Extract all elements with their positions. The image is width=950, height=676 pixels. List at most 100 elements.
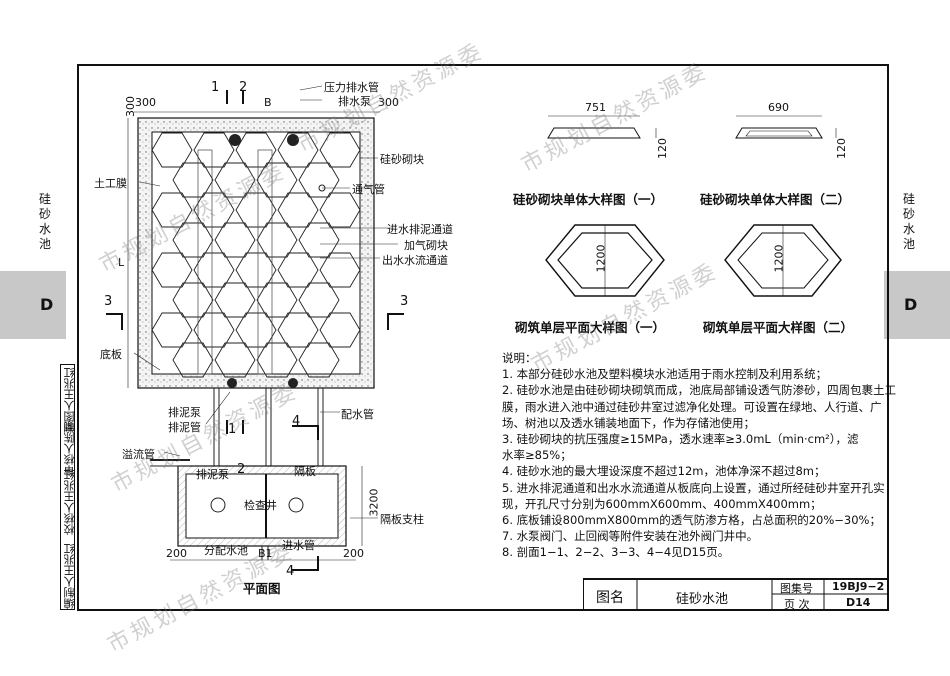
hexagon-block [298,342,340,378]
hexagon-block [235,252,277,288]
hexagon-block [151,312,193,348]
hexagon-block [319,132,361,168]
hexagon-block [235,132,277,168]
hexagon-block [172,222,214,258]
section-tab-left[interactable]: D [0,271,66,339]
drawing-frame [77,64,889,611]
block2-dim: 690 [768,101,789,114]
section-2-bottom: 2 [237,462,246,477]
section-1-bottom: 1 [228,422,237,437]
hexagon-block [256,222,298,258]
sidebar-title-right: 硅砂水池 [902,192,915,251]
block-detail-two [735,127,823,139]
callout-pressure-pipe: 压力排水管 [324,81,379,94]
block2-title: 硅砂砌块单体大样图（二） [700,192,851,207]
callout-partition-column: 隔板支柱 [380,513,424,526]
section-3-left: 3 [104,294,113,309]
callout-drain-pump: 排水泵 [338,95,371,108]
hexagon-block [298,282,340,318]
outlet-channel [257,149,273,375]
note-line: 4. 硅砂水池的最大埋设深度不超过12m，池体净深不超过8m； [502,464,826,479]
callout-silica-block: 硅砂砌块 [380,153,424,166]
callout-partition: 隔板 [294,465,316,478]
hexagon-block [193,192,235,228]
hexagon-block [151,192,193,228]
pump-icon [288,378,298,388]
dim-200-left: 200 [166,547,187,560]
section-4-mid: 4 [292,414,301,429]
hexagon-block [235,312,277,348]
callout-outlet-channel: 出水水流通道 [382,254,448,267]
inlet-channel [197,149,213,375]
layer1-dim: 1200 [594,244,608,273]
note-line: 3. 硅砂砌块的抗压强度≥15MPa，透水速率≥3.0mL（min·cm²），滤 [502,432,859,447]
title-block-page-value: D14 [846,596,871,609]
hexagon-block [277,252,319,288]
hexagon-block [319,252,361,288]
section-4-bottom: 4 [286,564,295,579]
hexagon-layer-two [724,224,842,297]
title-block [583,578,889,611]
callout-overflow-pipe: 溢流管 [122,448,155,461]
callout-sludge-pipe: 排泥管 [168,421,201,434]
pump-icon [210,497,226,513]
hexagon-block [193,132,235,168]
title-block-atlas-value: 19BJ9−2 [832,580,885,593]
hexagon-block [256,282,298,318]
title-block-name-value: 硅砂水池 [676,592,729,607]
note-line: 5. 进水排泥通道和出水水流通道从板底向上设置，通过所经硅砂井室开孔实 [502,480,885,495]
callout-sludge-pump: 排泥泵 [168,406,201,419]
note-line: 水率≥85%； [502,448,572,463]
hexagon-block [172,282,214,318]
layer1-title: 砌筑单层平面大样图（一） [515,320,666,335]
notes-heading: 说明： [502,351,537,365]
note-line: 6. 底板铺设800mmX800mm的透气防渗方格，占总面积的20%−30%； [502,513,881,528]
hexagon-block [214,162,256,198]
hexagon-block [256,342,298,378]
callout-distribution-pipe: 配水管 [341,408,374,421]
hexagon-block [277,192,319,228]
plan-title: 平面图 [243,581,281,596]
hexagon-block [214,342,256,378]
hexagon-block [298,222,340,258]
title-block-name-label: 图名 [596,590,624,606]
callout-inlet-channel: 进水排泥通道 [387,223,453,236]
callout-bottom-plate: 底板 [100,348,122,361]
block2-height: 120 [835,138,848,159]
note-line: 2. 硅砂水池是由硅砂砌块砌筑而成，池底局部铺设透气防渗砂，四周包裹土工 [502,383,897,398]
callout-vent-pipe: 通气管 [352,183,385,196]
block-detail-one [547,127,641,139]
callout-aerated-block: 加气砌块 [404,239,448,252]
hexagon-block [319,312,361,348]
callout-distribution-well: 分配水池 [204,544,248,557]
note-line: 膜，雨水进入池中通过硅砂井室过滤净化处理。可设置在绿地、人行道、广 [502,399,882,414]
sidebar-title-left: 硅砂水池 [38,192,51,251]
dim-200-right: 200 [343,547,364,560]
callout-inspection-well: 检查井 [244,499,277,512]
tab-letter: D [40,295,54,314]
hexagon-block [172,342,214,378]
hexagon-block [193,312,235,348]
tab-letter: D [904,295,918,314]
note-line: 8. 剖面1−1、2−2、3−3、4−4见D15页。 [502,545,730,560]
note-line: 7. 水泵阀门、止回阀等附件安装在池外阀门井中。 [502,529,759,544]
section-3-right: 3 [400,294,409,309]
title-block-atlas-label: 图集号 [780,582,813,595]
dim-300-side: 300 [124,96,137,117]
hexagon-block [298,162,340,198]
hexagon-block [214,282,256,318]
hexagon-block [235,192,277,228]
dim-300-left: 300 [135,96,156,109]
notes-block: 说明： 1. 本部分硅砂水池及塑料模块水池适用于雨水控制及利用系统； 2. 硅砂… [502,350,896,561]
section-2-top: 2 [239,80,248,95]
hexagon-block [172,162,214,198]
hexagon-layer-one [545,224,665,297]
section-tab-right[interactable]: D [884,271,950,339]
hexagon-block [193,252,235,288]
hexagon-block [151,252,193,288]
dim-b: B [264,96,272,109]
pump-icon [288,497,304,513]
callout-sludge-pump-b: 排泥泵 [196,468,229,481]
hexagon-block [151,132,193,168]
